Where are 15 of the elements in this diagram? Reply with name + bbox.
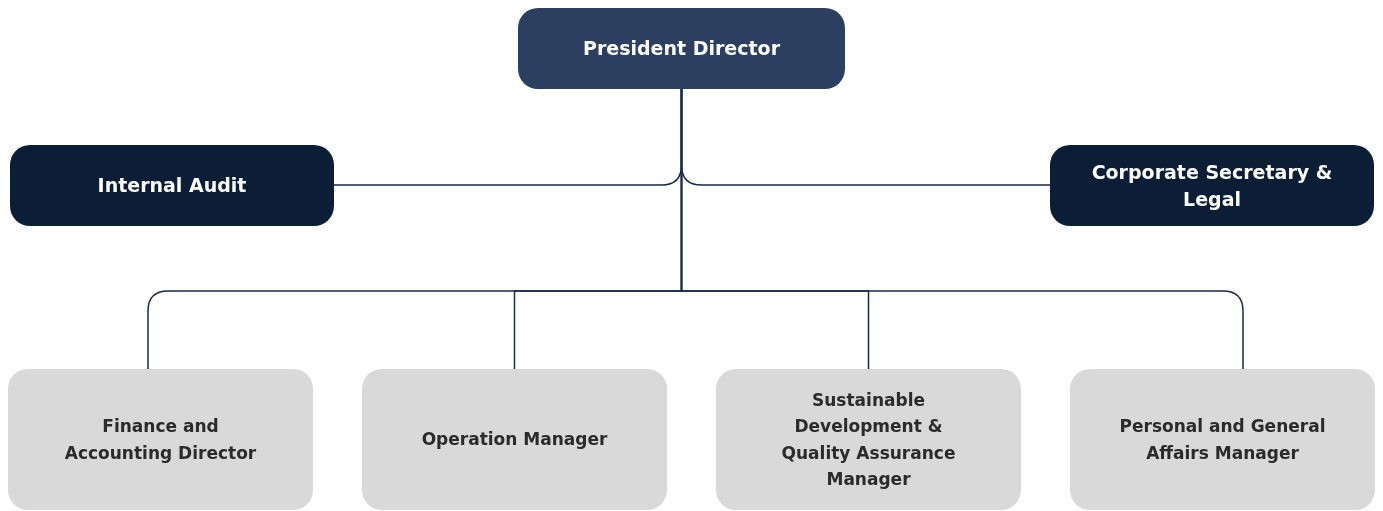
org-box bbox=[362, 369, 667, 510]
org-box bbox=[518, 8, 845, 89]
role-title: Personal and General Affairs Manager bbox=[1118, 415, 1327, 465]
org-box bbox=[1070, 369, 1375, 510]
role-title: Sustainable Development & Quality Assurance Manager bbox=[780, 388, 957, 491]
org-box bbox=[10, 145, 334, 226]
org-box bbox=[716, 369, 1021, 510]
role-title: Operation Manager bbox=[421, 428, 608, 452]
org-box bbox=[1050, 145, 1374, 226]
connector-line bbox=[680, 88, 1244, 370]
role-title: Corporate Secretary & Legal bbox=[1090, 159, 1334, 212]
role-title: President Director bbox=[583, 36, 780, 62]
role-title: Finance and Accounting Director bbox=[63, 415, 258, 465]
org-box bbox=[8, 369, 313, 510]
role-title: Internal Audit bbox=[97, 173, 247, 199]
